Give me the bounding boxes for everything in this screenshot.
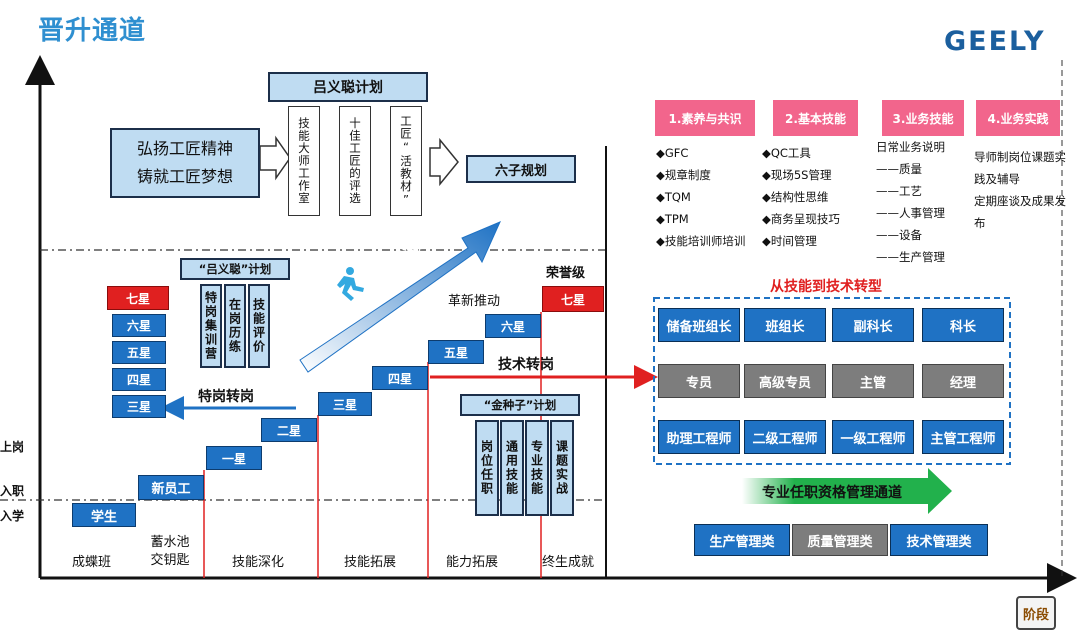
grid-r1-c2: 班组长 — [744, 308, 826, 342]
honor-level-label: 荣誉级 — [546, 266, 586, 281]
category-2-title: 2.基本技能 — [773, 100, 858, 136]
category-1-item-4: ◆TPM — [656, 212, 689, 226]
qualification-channel-label: 专业任职资格管理通道 — [762, 485, 902, 501]
left-plan-item-3: 技能评价 — [248, 284, 270, 368]
plan-item-2: 十佳工匠的评选 — [339, 106, 371, 216]
plan-title: 吕义聪计划 — [268, 72, 428, 102]
category-4-item-2: 践及辅导 — [974, 172, 1020, 186]
grid-r1-c1: 储备班组长 — [658, 308, 740, 342]
grid-r3-c3: 一级工程师 — [832, 420, 914, 454]
stair-3-star: 三星 — [318, 392, 372, 416]
category-3-item-2: ——质量 — [876, 162, 922, 176]
left-plan-item-1: 特岗集训营 — [200, 284, 222, 368]
grid-r2-c2: 高级专员 — [744, 364, 826, 398]
stage-6: 终生成就 — [542, 555, 595, 570]
stair-new-employee: 新员工 — [138, 475, 204, 500]
star-column-top: 七星 — [107, 286, 169, 310]
left-plan-title: “吕义聪”计划 — [180, 258, 290, 280]
plan-item-3: 工匠“活教材” — [390, 106, 422, 216]
grid-r3-c4: 主管工程师 — [922, 420, 1004, 454]
page-title: 晋升通道 — [38, 16, 147, 46]
seed-plan-item-4: 课题实战 — [550, 420, 574, 516]
stair-6-star: 六星 — [485, 314, 541, 338]
category-1-list: ◆GFC ◆规章制度 ◆TQM ◆TPM ◆技能培训师培训 — [656, 142, 745, 252]
y-label-enroll: 入学 — [0, 509, 25, 523]
stage-5: 能力拓展 — [446, 555, 499, 570]
stair-5-star: 五星 — [428, 340, 484, 364]
category-3-item-3: ——工艺 — [876, 184, 922, 198]
spirit-line-1: 弘扬工匠精神 — [136, 139, 233, 158]
category-1-item-1: ◆GFC — [656, 146, 689, 160]
grid-r2-c1: 专员 — [658, 364, 740, 398]
spirit-box: 弘扬工匠精神 铸就工匠梦想 — [110, 128, 260, 198]
grid-r1-c3: 副科长 — [832, 308, 914, 342]
grid-r3-c2: 二级工程师 — [744, 420, 826, 454]
star-column-item-2: 五星 — [112, 341, 166, 364]
stair-7-star: 七星 — [542, 286, 604, 312]
left-plan-item-2: 在岗历练 — [224, 284, 246, 368]
geely-logo: GEELY — [944, 26, 1046, 57]
category-1-item-2: ◆规章制度 — [656, 168, 711, 182]
stage-axis-label: 阶段 — [1016, 596, 1056, 630]
star-column-item-4: 三星 — [112, 395, 166, 418]
tech-transfer-label: 技术转岗 — [498, 357, 554, 373]
stage-3: 技能深化 — [232, 555, 285, 570]
category-4-item-1: 导师制岗位课题实 — [974, 150, 1066, 164]
grid-r1-c4: 科长 — [922, 308, 1004, 342]
spirit-line-2: 铸就工匠梦想 — [136, 167, 233, 186]
category-2-item-1: ◆QC工具 — [762, 146, 811, 160]
stair-1-star: 一星 — [206, 446, 262, 470]
category-2-item-3: ◆结构性思维 — [762, 190, 829, 204]
category-3-item-1: 日常业务说明 — [876, 140, 945, 154]
stair-2-star: 二星 — [261, 418, 317, 442]
category-3-item-5: ——设备 — [876, 228, 922, 242]
category-3-item-6: ——生产管理 — [876, 250, 945, 264]
category-3-item-4: ——人事管理 — [876, 206, 945, 220]
bottom-category-quality: 质量管理类 — [792, 524, 888, 556]
category-4-list: 导师制岗位课题实 践及辅导 定期座谈及成果发 布 — [974, 146, 1076, 234]
innovation-label: 革新推动 — [448, 294, 501, 309]
star-column-item-3: 四星 — [112, 368, 166, 391]
stage-2: 蓄水池交钥匙 — [150, 535, 190, 568]
special-post-label: 特岗转岗 — [198, 389, 254, 405]
category-2-item-2: ◆现场5S管理 — [762, 168, 832, 182]
seed-plan-item-1: 岗位任职 — [475, 420, 499, 516]
six-plan-box: 六子规划 — [466, 155, 576, 183]
category-3-list: 日常业务说明 ——质量 ——工艺 ——人事管理 ——设备 ——生产管理 — [876, 136, 945, 268]
grid-r2-c4: 经理 — [922, 364, 1004, 398]
category-4-item-3: 定期座谈及成果发 — [974, 194, 1066, 208]
stair-4-star: 四星 — [372, 366, 428, 390]
grid-r3-c1: 助理工程师 — [658, 420, 740, 454]
category-2-item-4: ◆商务呈现技巧 — [762, 212, 840, 226]
seed-plan-title: “金种子”计划 — [460, 394, 580, 416]
stair-student: 学生 — [72, 503, 136, 527]
y-label-onboard: 上岗 — [0, 440, 25, 454]
seed-plan-item-3: 专业技能 — [525, 420, 549, 516]
category-1-item-5: ◆技能培训师培训 — [656, 234, 746, 248]
stage-4: 技能拓展 — [344, 555, 397, 570]
category-2-item-5: ◆时间管理 — [762, 234, 817, 248]
star-column-item-1: 六星 — [112, 314, 166, 337]
seed-plan-item-2: 通用技能 — [500, 420, 524, 516]
bottom-category-technical: 技术管理类 — [890, 524, 988, 556]
category-4-item-4: 布 — [974, 216, 986, 230]
category-1-item-3: ◆TQM — [656, 190, 691, 204]
transform-title: 从技能到技术转型 — [770, 279, 882, 295]
y-label-join: 入职 — [0, 484, 25, 498]
category-3-title: 3.业务技能 — [882, 100, 964, 136]
category-1-title: 1.素养与共识 — [655, 100, 755, 136]
plan-item-1: 技能大师工作室 — [288, 106, 320, 216]
running-person-icon — [337, 267, 364, 301]
category-2-list: ◆QC工具 ◆现场5S管理 ◆结构性思维 ◆商务呈现技巧 ◆时间管理 — [762, 142, 840, 252]
grid-r2-c3: 主管 — [832, 364, 914, 398]
bottom-category-production: 生产管理类 — [694, 524, 790, 556]
category-4-title: 4.业务实践 — [976, 100, 1060, 136]
stage-1: 成蝶班 — [72, 555, 112, 570]
